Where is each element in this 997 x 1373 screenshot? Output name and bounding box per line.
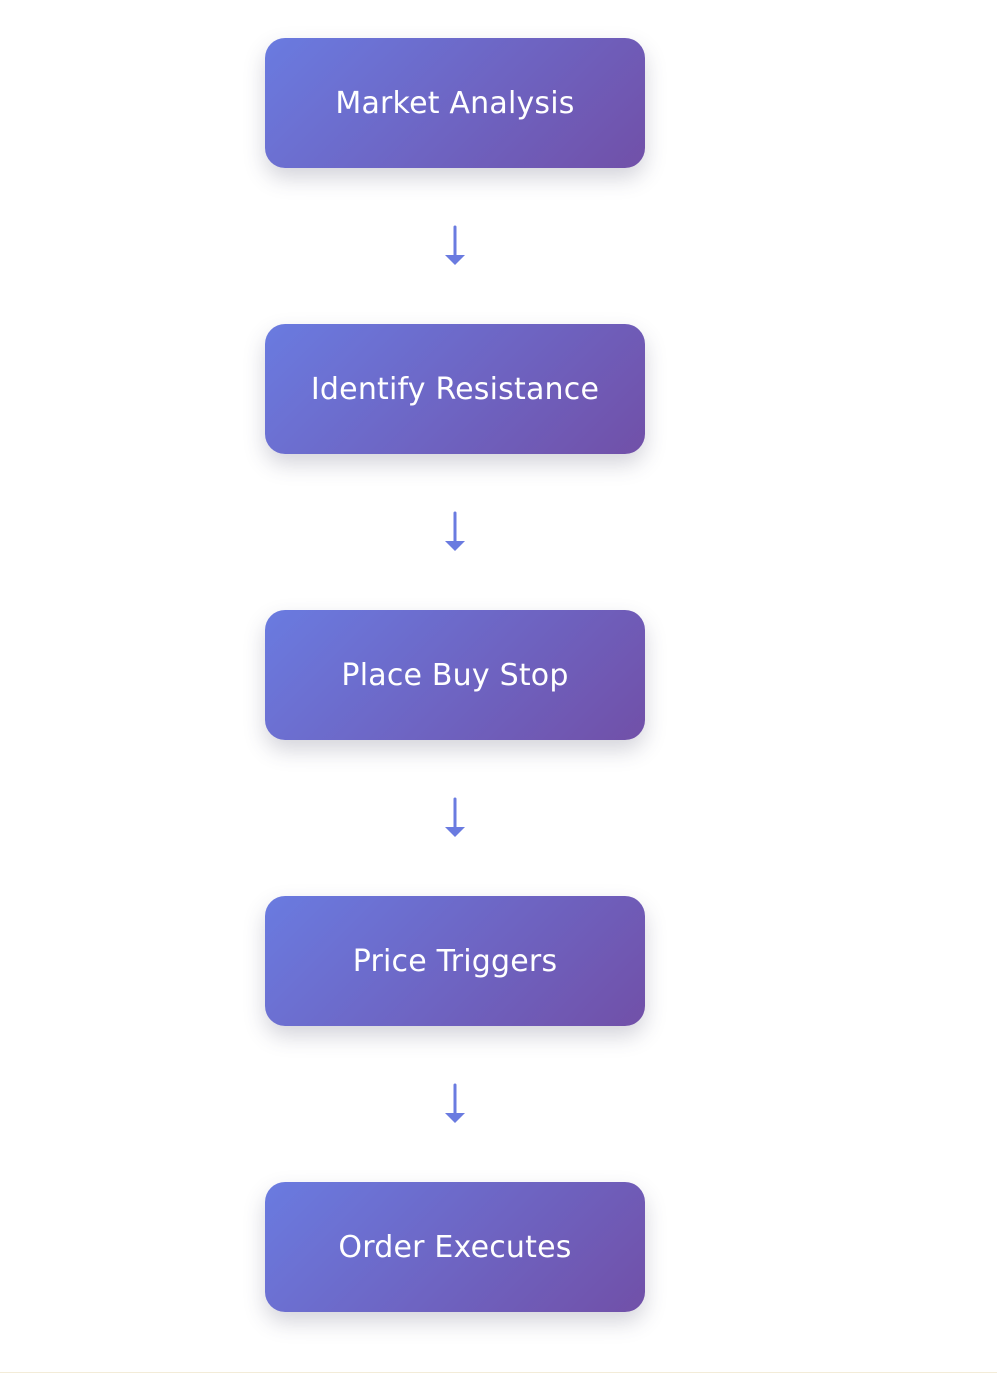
- arrow-down-icon: [445, 797, 465, 837]
- step-label: Order Executes: [338, 1229, 572, 1265]
- connector: [265, 454, 645, 610]
- step-order-executes: Order Executes: [265, 1182, 645, 1312]
- connector: [265, 1026, 645, 1182]
- arrow-down-icon: [445, 1083, 465, 1123]
- step-label: Identify Resistance: [310, 371, 600, 407]
- step-label: Market Analysis: [335, 85, 575, 121]
- step-label: Place Buy Stop: [341, 657, 569, 693]
- flowchart: Market Analysis Identify Resistance Plac…: [265, 38, 645, 1312]
- step-price-triggers: Price Triggers: [265, 896, 645, 1026]
- arrow-down-icon: [445, 225, 465, 265]
- arrow-down-icon: [445, 511, 465, 551]
- step-market-analysis: Market Analysis: [265, 38, 645, 168]
- connector: [265, 168, 645, 324]
- step-identify-resistance: Identify Resistance: [265, 324, 645, 454]
- step-label: Price Triggers: [352, 943, 558, 979]
- connector: [265, 740, 645, 896]
- step-place-buy-stop: Place Buy Stop: [265, 610, 645, 740]
